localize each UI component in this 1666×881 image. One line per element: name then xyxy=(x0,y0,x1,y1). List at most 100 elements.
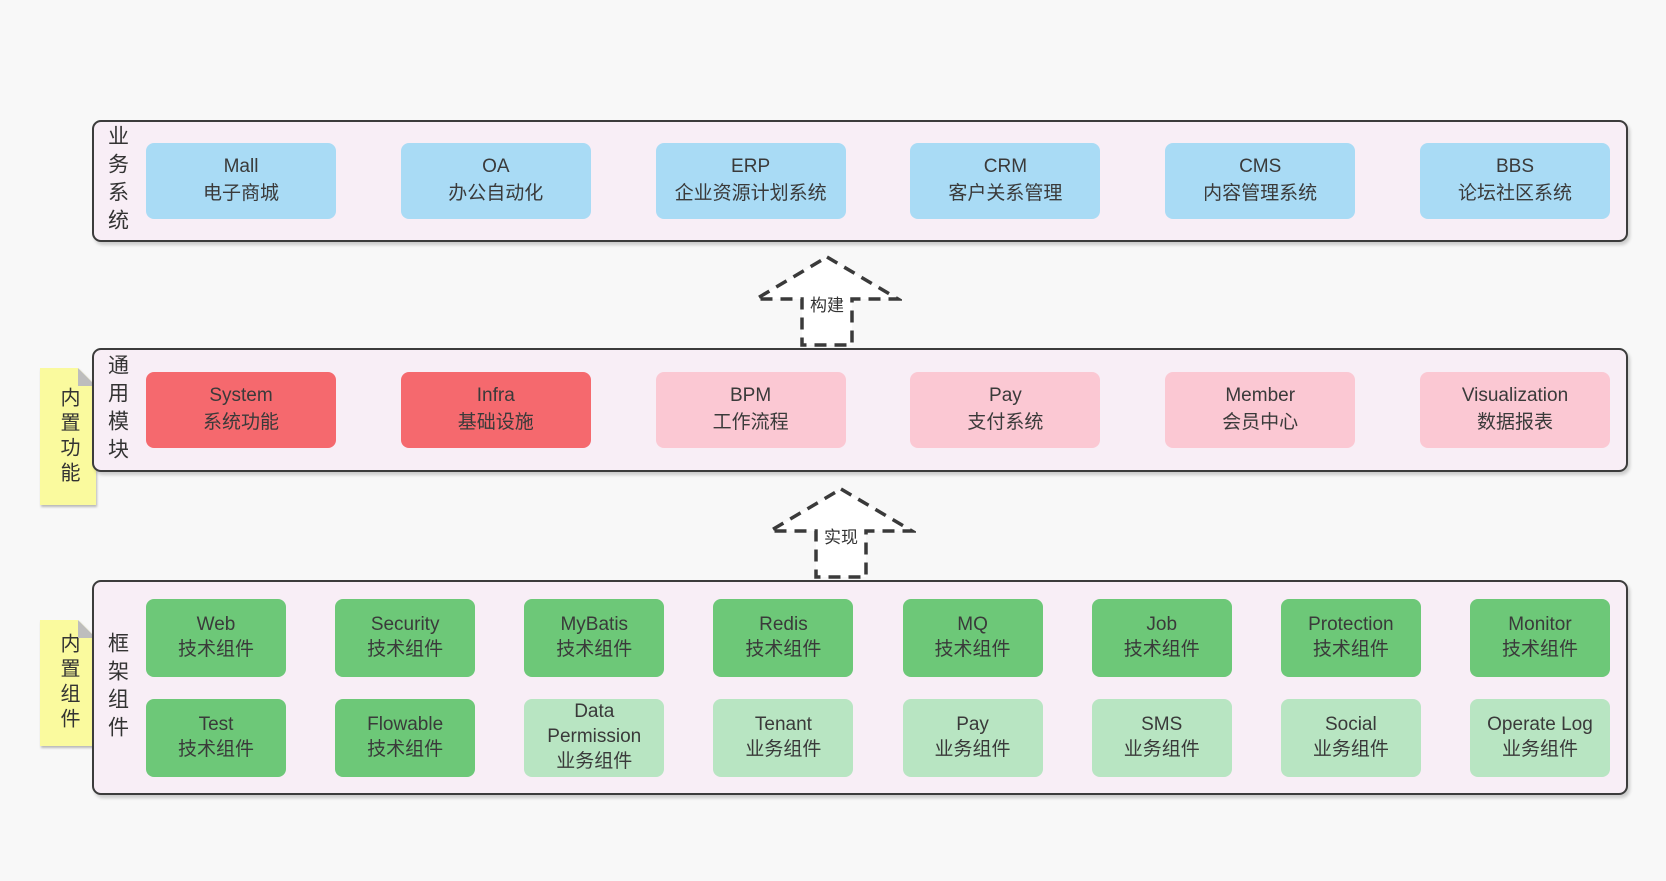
box-desc: 业务组件 xyxy=(1123,738,1200,760)
box-bpm: BPM 工作流程 xyxy=(655,372,846,448)
box-desc: 技术组件 xyxy=(556,638,633,660)
box-name: System xyxy=(209,385,273,407)
box-bbs: BBS 论坛社区系统 xyxy=(1419,143,1610,219)
box-desc: 技术组件 xyxy=(367,738,444,760)
box-redis: Redis 技术组件 xyxy=(713,598,854,677)
box-name: Pay xyxy=(989,385,1022,407)
box-name: SMS xyxy=(1141,713,1183,735)
box-name: CMS xyxy=(1239,156,1282,178)
box-name: Member xyxy=(1225,385,1296,407)
framework-box-rows: Web 技术组件 Security 技术组件 MyBatis 技术组件 Redi… xyxy=(140,582,1626,793)
box-name: Monitor xyxy=(1508,613,1572,635)
box-desc: 业务组件 xyxy=(1501,738,1578,760)
box-desc: 工作流程 xyxy=(712,412,789,433)
box-name: Protection xyxy=(1308,613,1394,635)
box-name: Job xyxy=(1146,613,1178,635)
box-tenant: Tenant 业务组件 xyxy=(713,698,854,777)
box-mall: Mall 电子商城 xyxy=(146,143,336,219)
box-desc: 客户关系管理 xyxy=(948,183,1063,204)
framework-row-1: Web 技术组件 Security 技术组件 MyBatis 技术组件 Redi… xyxy=(146,598,1610,677)
box-sms: SMS 业务组件 xyxy=(1091,698,1232,777)
box-test: Test 技术组件 xyxy=(146,698,286,777)
panel-title: 通用模块 xyxy=(105,354,129,466)
panel-title: 框架组件 xyxy=(105,631,129,744)
box-pay-biz: Pay 业务组件 xyxy=(902,698,1043,777)
box-desc: 电子商城 xyxy=(202,183,279,204)
box-desc: 系统功能 xyxy=(202,412,279,433)
box-name: Test xyxy=(198,713,234,735)
box-protection: Protection 技术组件 xyxy=(1280,598,1421,677)
box-social: Social 业务组件 xyxy=(1280,698,1421,777)
sticky-note-label: 内置组件 xyxy=(57,633,79,733)
box-desc: 会员中心 xyxy=(1222,412,1299,433)
box-desc: 技术组件 xyxy=(745,638,822,660)
panel-common-modules: 通用模块 System 系统功能 Infra 基础设施 BPM 工作流程 Pay… xyxy=(92,348,1628,472)
box-name: ERP xyxy=(731,156,771,178)
box-web: Web 技术组件 xyxy=(146,598,286,677)
box-name: Flowable xyxy=(367,713,444,735)
sticky-note-builtin-features: 内置功能 xyxy=(40,368,96,505)
box-infra: Infra 基础设施 xyxy=(400,372,591,448)
box-desc: 技术组件 xyxy=(1501,638,1578,660)
box-desc: 支付系统 xyxy=(967,412,1044,433)
box-data-permission: Data Permission 业务组件 xyxy=(524,698,665,777)
sticky-note-body: 内置组件 xyxy=(40,620,96,746)
modules-box-row: System 系统功能 Infra 基础设施 BPM 工作流程 Pay 支付系统… xyxy=(140,350,1626,470)
box-desc: 技术组件 xyxy=(177,738,254,760)
box-name: Infra xyxy=(476,385,515,407)
box-pay: Pay 支付系统 xyxy=(910,372,1101,448)
box-visualization: Visualization 数据报表 xyxy=(1419,372,1610,448)
box-name: MyBatis xyxy=(560,613,629,635)
box-desc: 数据报表 xyxy=(1476,412,1553,433)
box-name: BBS xyxy=(1495,156,1534,178)
box-name: Visualization xyxy=(1461,385,1569,407)
box-desc: 技术组件 xyxy=(177,638,254,660)
box-name: Pay xyxy=(956,713,989,735)
sticky-note-builtin-components: 内置组件 xyxy=(40,620,96,746)
build-arrow-icon: 构建 xyxy=(752,254,902,348)
box-name: Web xyxy=(196,613,236,635)
box-cms: CMS 内容管理系统 xyxy=(1165,143,1356,219)
box-job: Job 技术组件 xyxy=(1091,598,1232,677)
box-name: Security xyxy=(370,613,440,635)
implement-arrow-label: 实现 xyxy=(821,522,861,549)
sticky-note-body: 内置功能 xyxy=(40,368,96,505)
box-operate-log: Operate Log 业务组件 xyxy=(1469,698,1610,777)
box-desc: 技术组件 xyxy=(1123,638,1200,660)
box-system: System 系统功能 xyxy=(146,372,336,448)
box-desc: 业务组件 xyxy=(745,738,822,760)
box-name: Tenant xyxy=(754,713,812,735)
implement-arrow-icon: 实现 xyxy=(766,486,916,580)
box-name: Mall xyxy=(223,156,259,178)
panel-business-systems: 业务系统 Mall 电子商城 OA 办公自动化 ERP 企业资源计划系统 CRM… xyxy=(92,120,1628,242)
box-desc: 企业资源计划系统 xyxy=(674,183,827,204)
box-oa: OA 办公自动化 xyxy=(400,143,591,219)
panel-framework-components: 框架组件 Web 技术组件 Security 技术组件 MyBatis 技术组件… xyxy=(92,580,1628,795)
box-desc: 业务组件 xyxy=(1312,738,1389,760)
box-desc: 技术组件 xyxy=(934,638,1011,660)
panel-title: 业务系统 xyxy=(105,125,129,237)
business-box-row: Mall 电子商城 OA 办公自动化 ERP 企业资源计划系统 CRM 客户关系… xyxy=(140,122,1626,240)
box-name: Redis xyxy=(759,613,808,635)
box-erp: ERP 企业资源计划系统 xyxy=(655,143,846,219)
box-desc: 技术组件 xyxy=(367,638,444,660)
box-flowable: Flowable 技术组件 xyxy=(335,698,476,777)
box-mq: MQ 技术组件 xyxy=(902,598,1043,677)
box-desc: 内容管理系统 xyxy=(1203,183,1318,204)
box-crm: CRM 客户关系管理 xyxy=(910,143,1101,219)
box-mybatis: MyBatis 技术组件 xyxy=(524,598,665,677)
box-name: BPM xyxy=(730,385,772,407)
box-desc: 业务组件 xyxy=(934,738,1011,760)
framework-row-2: Test 技术组件 Flowable 技术组件 Data Permission … xyxy=(146,698,1610,777)
box-name: Social xyxy=(1324,713,1377,735)
box-name: Operate Log xyxy=(1487,713,1593,735)
build-arrow-label: 构建 xyxy=(807,290,847,317)
box-desc: 基础设施 xyxy=(457,412,534,433)
box-name: CRM xyxy=(983,156,1028,178)
box-member: Member 会员中心 xyxy=(1165,372,1356,448)
box-monitor: Monitor 技术组件 xyxy=(1469,598,1610,677)
box-name: OA xyxy=(482,156,510,178)
box-desc: 业务组件 xyxy=(556,750,633,772)
box-desc: 论坛社区系统 xyxy=(1457,183,1572,204)
